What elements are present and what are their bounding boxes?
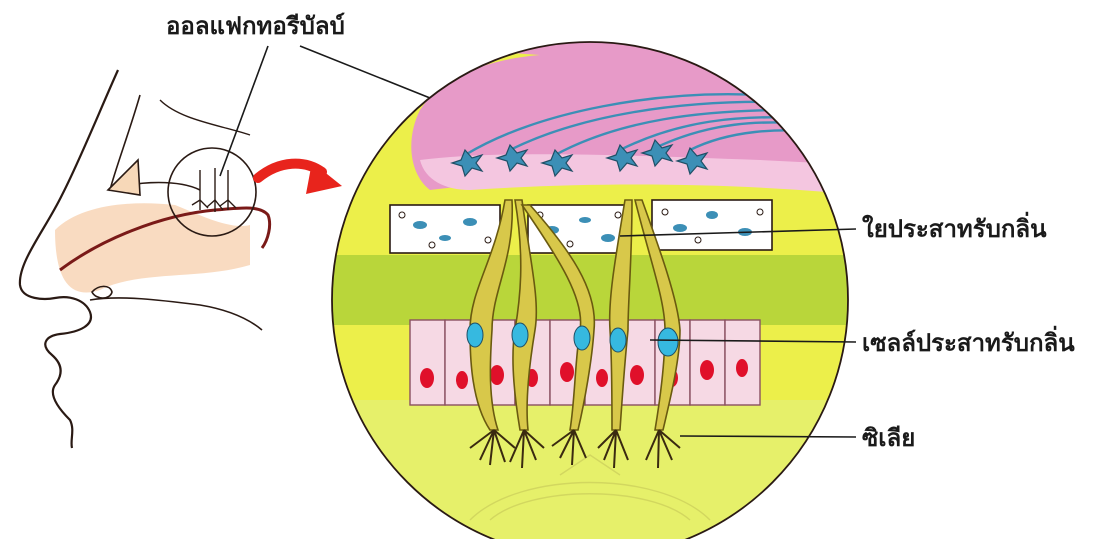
cilia-leader-line	[680, 436, 856, 437]
cribriform-plate	[390, 200, 772, 253]
nasal-floor-inner	[90, 298, 262, 330]
olfactory-bulb-label: ออลแฟกทอรีบัลบ์	[166, 14, 345, 38]
zoom-arrow	[258, 162, 342, 194]
olfactory-nerve-fiber-label: ใยประสาทรับกลิ่น	[862, 217, 1047, 241]
skin-shading	[55, 203, 250, 292]
cilia-label: ซิเลีย	[862, 426, 915, 450]
olfactory-receptor-cell-label: เซลล์ประสาทรับกลิ่น	[862, 331, 1075, 355]
face-profile	[20, 70, 270, 448]
magnified-view	[320, 40, 860, 539]
bulb-leader-line	[220, 46, 268, 176]
cilia-zone	[320, 400, 860, 539]
